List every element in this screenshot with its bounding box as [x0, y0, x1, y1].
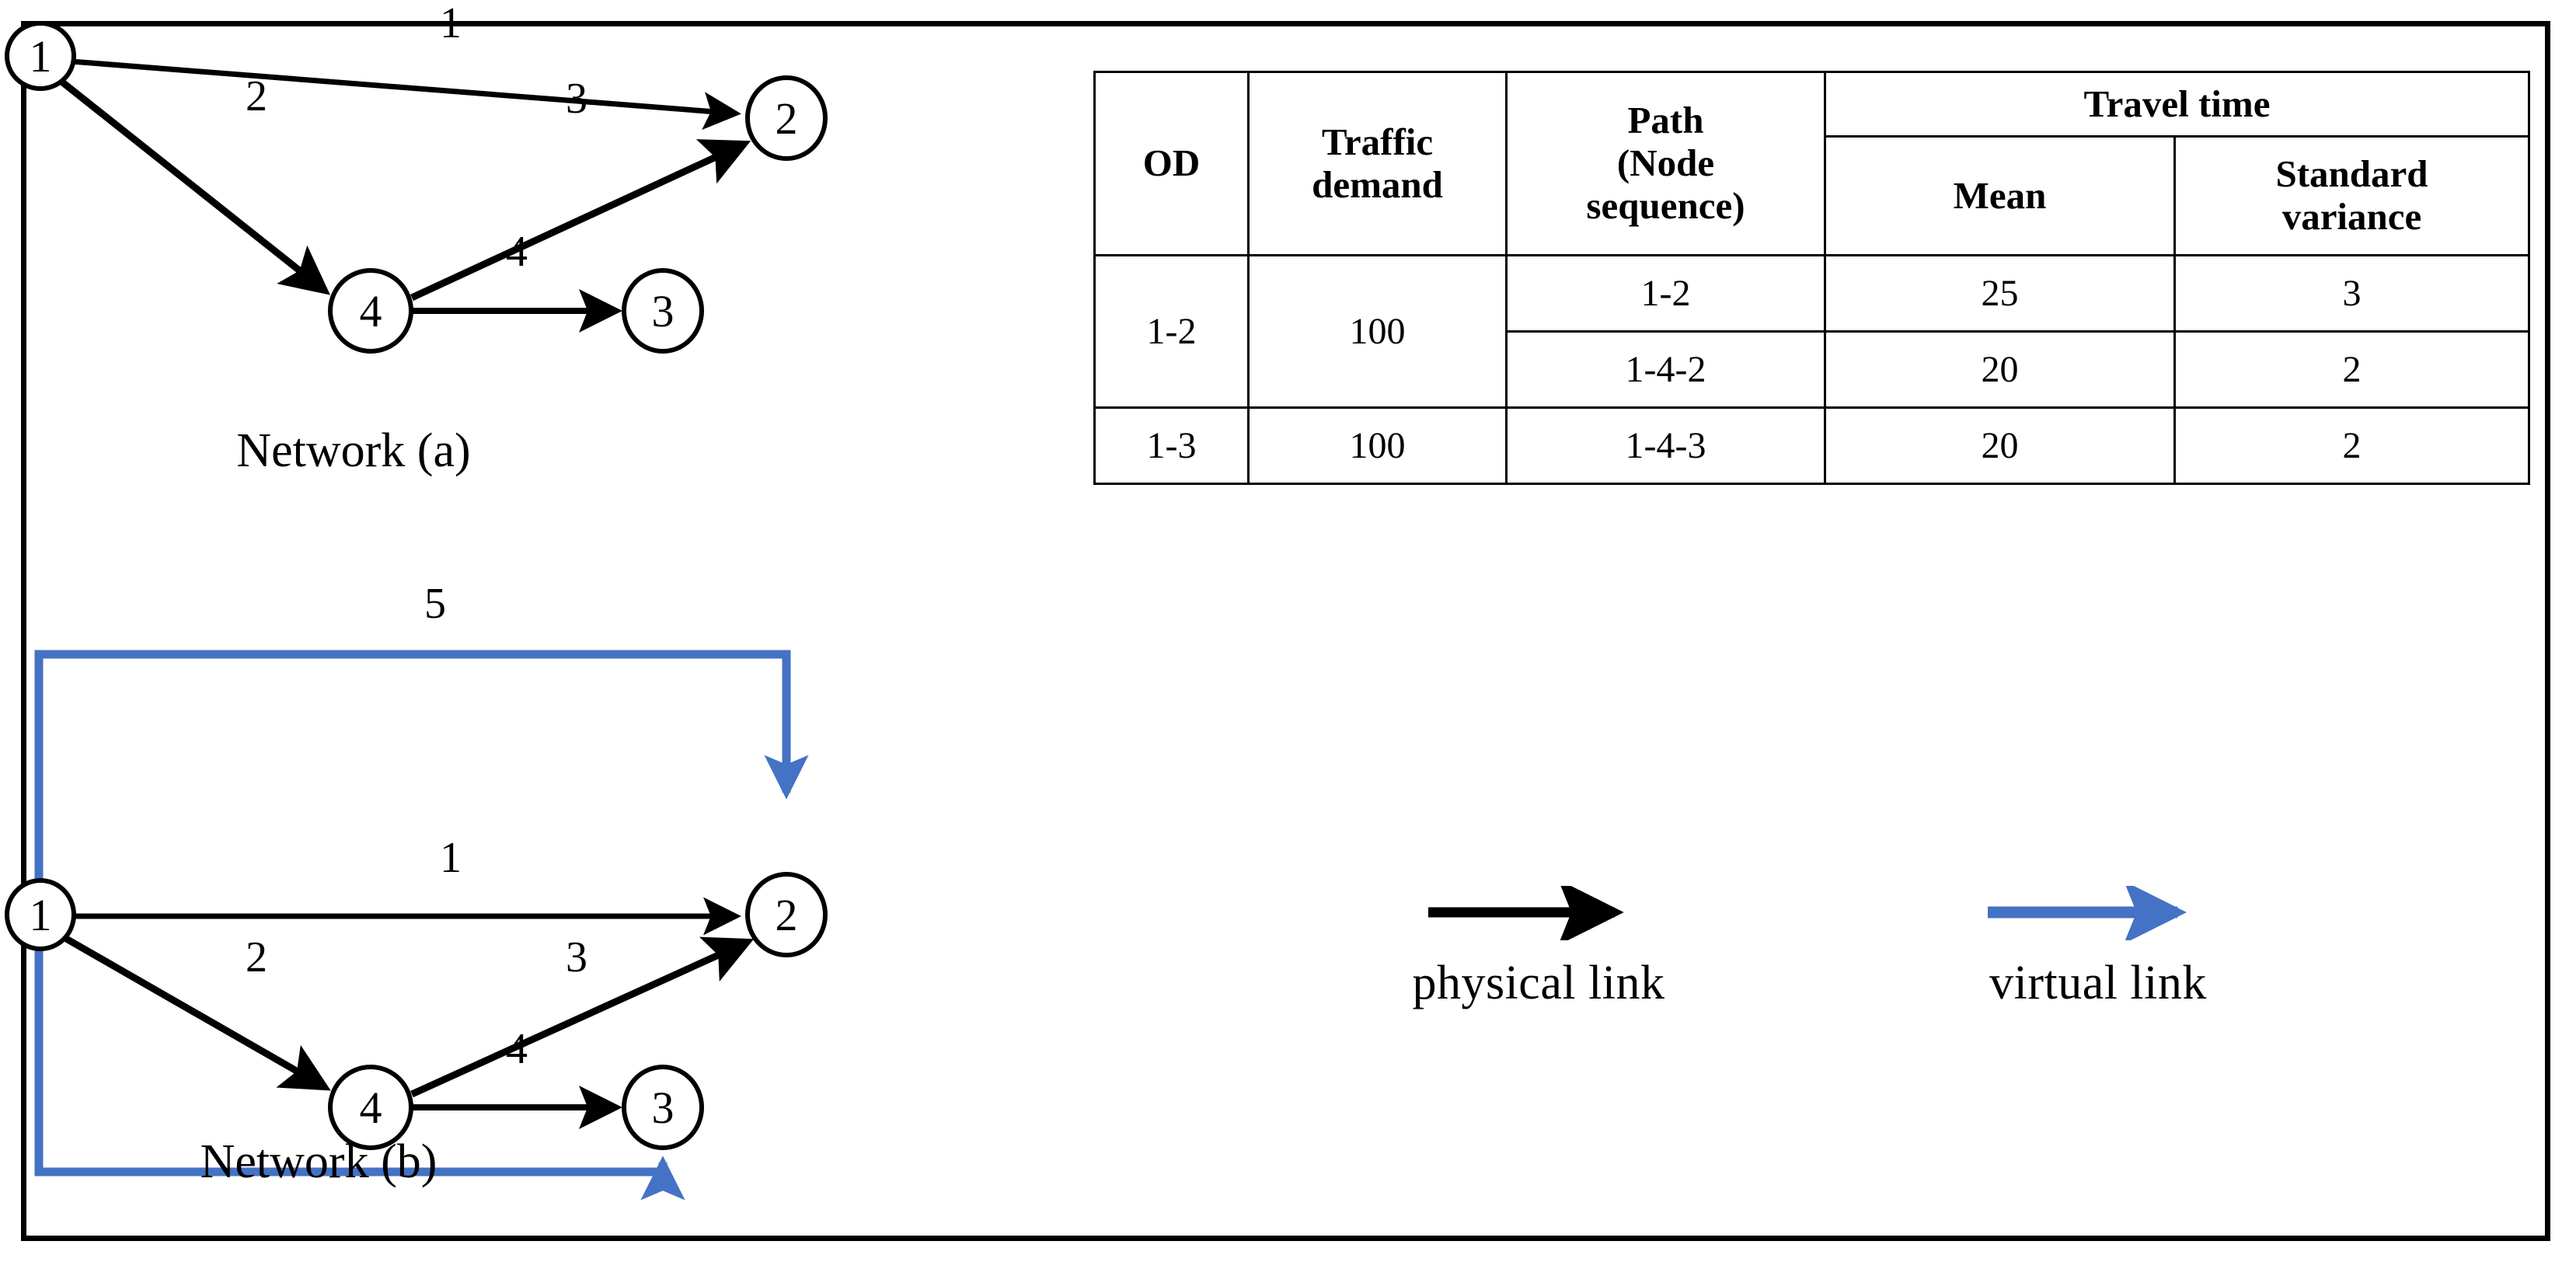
network-b-node-3-label: 3	[652, 1082, 675, 1133]
network-b-link-3-label: 3	[566, 933, 587, 981]
network-b-node-1: 1	[5, 878, 76, 951]
table-cell-path: 1-2	[1505, 254, 1826, 333]
network-a-link-3-label: 3	[566, 75, 587, 123]
physical-link-arrow-box	[1337, 879, 1741, 956]
network-b-diagram: 5 6 1 2 3 4 1 2	[0, 536, 894, 1205]
table-cell-std: 2	[2173, 406, 2530, 485]
table-cell-path: 1-4-3	[1505, 406, 1826, 485]
network-b-svg: 5 6 1 2 3 4 1 2	[5, 580, 828, 1201]
table-cell-od: 1-2	[1093, 254, 1250, 409]
table-cell-mean: 20	[1824, 406, 2176, 485]
table-cell-od: 1-3	[1093, 406, 1250, 485]
network-a-link-1-label: 1	[440, 0, 462, 47]
table-header-path-line2: (Node	[1616, 141, 1715, 185]
table-header-standard-variance-line2: variance	[2281, 195, 2422, 238]
network-b-node-3: 3	[622, 1065, 704, 1150]
network-a-link-3-edge	[410, 139, 751, 302]
network-b-link-5-label: 5	[424, 580, 446, 628]
travel-time-table: OD Traffic demand Path (Node sequence) T…	[1093, 71, 2530, 485]
legend: physical link virtual link	[1290, 879, 2393, 1088]
table-header-traffic-demand-line2: demand	[1312, 162, 1443, 206]
network-b-link-5-edge	[34, 650, 809, 915]
table-header: OD Traffic demand Path (Node sequence) T…	[1093, 71, 2530, 256]
table-header-row-1: OD Traffic demand Path (Node sequence) T…	[1093, 71, 2530, 256]
table-header-traffic-demand: Traffic demand	[1247, 71, 1508, 256]
table-row: 1-3 100 1-4-3 20 2	[1093, 406, 2530, 485]
network-b-node-1-label: 1	[30, 890, 52, 940]
network-a-link-1-edge	[70, 58, 741, 131]
table-cell-std: 3	[2173, 254, 2530, 333]
table-header-standard-variance: Standard variance	[2173, 135, 2530, 256]
network-a-node-4-label: 4	[360, 286, 382, 336]
network-a-node-4: 4	[328, 268, 413, 354]
network-a-link-4-label: 4	[506, 228, 528, 276]
table-header-traffic-demand-line1: Traffic	[1321, 120, 1434, 163]
network-a-link-2-edge	[58, 78, 331, 295]
network-a-svg: 1 2 3 4 1 2 3	[5, 0, 828, 477]
network-a-node-2-label: 2	[776, 93, 798, 144]
physical-link-label: physical link	[1412, 957, 1665, 1009]
network-a-node-1: 1	[5, 21, 76, 91]
network-a-node-1-label: 1	[30, 31, 52, 82]
network-a-caption: Network (a)	[236, 424, 470, 477]
network-b-link-1-label: 1	[440, 834, 462, 882]
blue-arrow-right-icon	[1988, 880, 2187, 944]
table-cell-mean: 25	[1824, 254, 2176, 333]
network-a-link-2-label: 2	[246, 72, 267, 120]
network-b-node-2: 2	[745, 872, 828, 957]
table-cell-demand: 100	[1247, 406, 1508, 485]
table-header-standard-variance-line1: Standard	[2275, 152, 2428, 196]
table-header-path-line1: Path	[1627, 99, 1704, 142]
table-cell-mean: 20	[1824, 330, 2176, 409]
network-b-link-2-edge	[60, 933, 331, 1091]
network-b-link-2-label: 2	[246, 933, 267, 981]
black-arrow-right-icon	[1428, 879, 1624, 946]
table-cell-std: 2	[2173, 330, 2530, 409]
network-a-node-3-label: 3	[652, 286, 675, 336]
virtual-link-label: virtual link	[1989, 957, 2207, 1009]
table-header-path: Path (Node sequence)	[1505, 71, 1826, 256]
network-a-node-3: 3	[622, 268, 704, 354]
network-b-link-4-label: 4	[506, 1025, 528, 1073]
table-header-mean: Mean	[1824, 135, 2176, 256]
table-body: 1-2 100 1-2 25 3 1-4-2 20 2 1-3 100 1-4-…	[1093, 254, 2530, 485]
table-header-travel-time: Travel time	[1824, 71, 2530, 138]
table-cell-demand: 100	[1247, 254, 1508, 409]
network-b-node-4: 4	[328, 1065, 413, 1150]
table-header-path-line3: sequence)	[1586, 183, 1745, 227]
virtual-link-arrow-box	[1896, 880, 2300, 956]
network-a-node-2: 2	[745, 75, 828, 161]
network-b-caption-text: Network (b)	[200, 1135, 437, 1188]
table-cell-path: 1-4-2	[1505, 330, 1826, 409]
legend-item-physical-link: physical link	[1337, 879, 1741, 1011]
network-b-link-6-edge	[34, 915, 685, 1201]
table-row: 1-2 100 1-2 25 3	[1093, 254, 2530, 409]
table-row: 1-4-2 20 2	[1095, 330, 2530, 409]
network-a-diagram: 1 2 3 4 1 2 3	[0, 0, 894, 513]
network-b-node-4-label: 4	[360, 1082, 382, 1133]
network-b-node-2-label: 2	[776, 890, 798, 940]
table-header-row-2: Mean Standard variance	[1095, 135, 2530, 256]
table-header-od: OD	[1093, 71, 1250, 256]
legend-item-virtual-link: virtual link	[1896, 880, 2300, 1011]
network-b-link-3-edge	[410, 936, 755, 1098]
